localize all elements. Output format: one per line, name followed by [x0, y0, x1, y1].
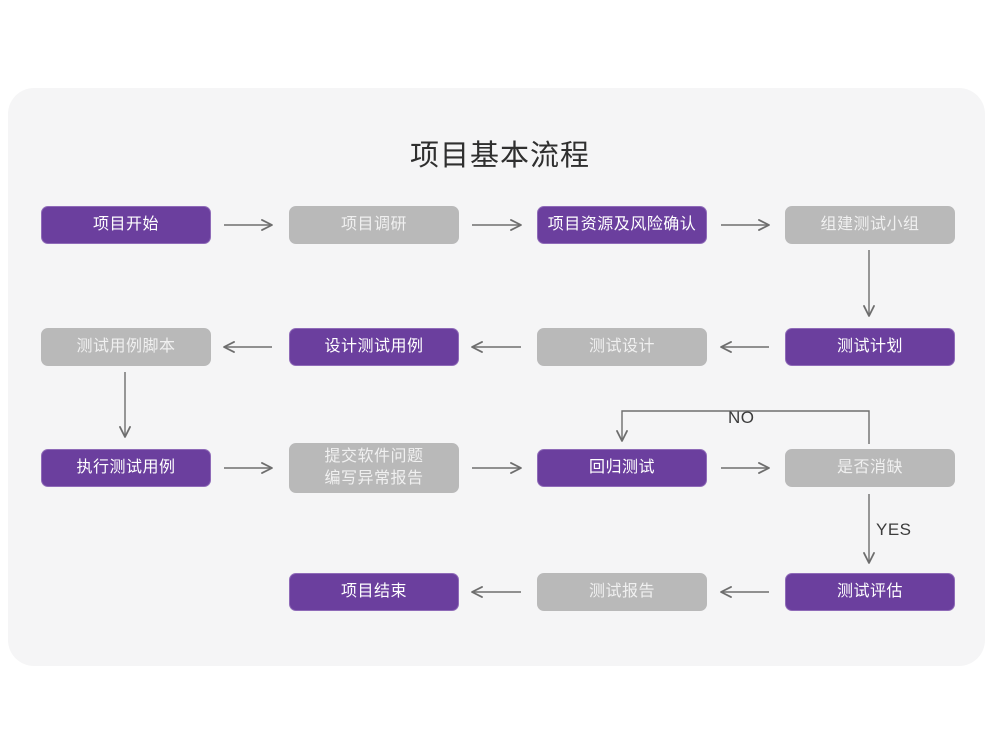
- node-project-start[interactable]: 项目开始: [41, 206, 211, 244]
- node-test-case-script[interactable]: 测试用例脚本: [41, 328, 211, 366]
- node-resource-risk-confirm[interactable]: 项目资源及风险确认: [537, 206, 707, 244]
- node-project-end[interactable]: 项目结束: [289, 573, 459, 611]
- node-regression-test[interactable]: 回归测试: [537, 449, 707, 487]
- node-build-test-team[interactable]: 组建测试小组: [785, 206, 955, 244]
- node-design-test-case[interactable]: 设计测试用例: [289, 328, 459, 366]
- node-test-report[interactable]: 测试报告: [537, 573, 707, 611]
- node-submit-issue-report[interactable]: 提交软件问题 编写异常报告: [289, 443, 459, 493]
- branch-label-no: NO: [728, 408, 755, 427]
- page-title: 项目基本流程: [409, 140, 590, 172]
- branch-label-yes: YES: [876, 520, 912, 539]
- node-defect-resolved[interactable]: 是否消缺: [785, 449, 955, 487]
- node-test-evaluation[interactable]: 测试评估: [785, 573, 955, 611]
- diagram-panel: [8, 88, 985, 666]
- node-execute-test-case[interactable]: 执行测试用例: [41, 449, 211, 487]
- node-project-research[interactable]: 项目调研: [289, 206, 459, 244]
- node-test-design[interactable]: 测试设计: [537, 328, 707, 366]
- node-test-plan[interactable]: 测试计划: [785, 328, 955, 366]
